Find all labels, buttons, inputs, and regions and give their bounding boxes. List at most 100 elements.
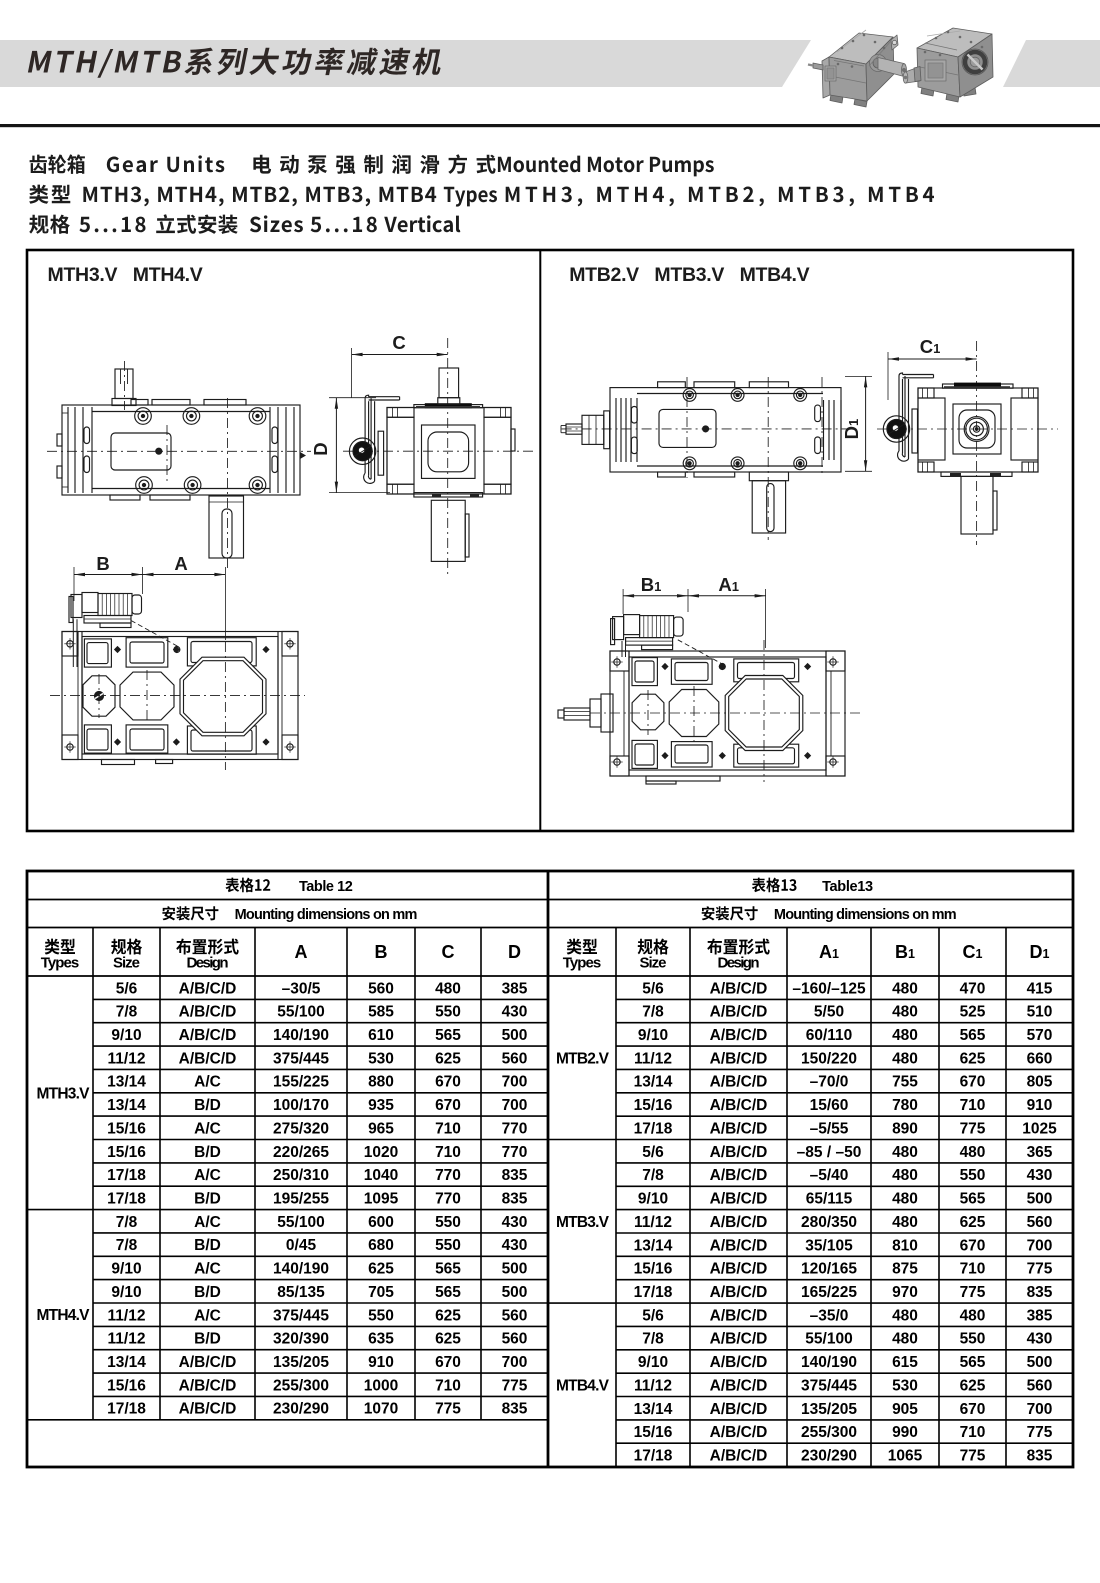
svg-text:670: 670 — [960, 1401, 986, 1418]
svg-text:780: 780 — [892, 1097, 918, 1114]
svg-text:710: 710 — [960, 1097, 986, 1114]
svg-text:670: 670 — [435, 1097, 461, 1114]
svg-text:700: 700 — [502, 1074, 528, 1091]
svg-text:B1: B1 — [641, 574, 662, 595]
svg-text:Size: Size — [640, 955, 667, 972]
svg-text:255/300: 255/300 — [801, 1424, 857, 1441]
svg-text:480: 480 — [892, 1027, 918, 1044]
svg-text:480: 480 — [892, 980, 918, 997]
svg-text:700: 700 — [1027, 1237, 1053, 1254]
svg-text:550: 550 — [435, 1004, 461, 1021]
svg-text:480: 480 — [892, 1050, 918, 1067]
svg-text:MTB2.V: MTB2.V — [556, 1050, 610, 1067]
svg-text:11/12: 11/12 — [108, 1307, 146, 1324]
svg-text:480: 480 — [892, 1144, 918, 1161]
svg-text:560: 560 — [368, 980, 394, 997]
svg-text:A/B/C/D: A/B/C/D — [710, 1401, 768, 1418]
svg-text:140/190: 140/190 — [801, 1354, 857, 1371]
svg-text:560: 560 — [1027, 1214, 1053, 1231]
svg-text:565: 565 — [435, 1284, 461, 1301]
svg-text:195/255: 195/255 — [273, 1191, 329, 1208]
svg-text:1020: 1020 — [364, 1144, 398, 1161]
svg-text:11/12: 11/12 — [634, 1050, 672, 1067]
svg-text:5/6: 5/6 — [642, 980, 664, 997]
svg-text:150/220: 150/220 — [801, 1050, 857, 1067]
svg-text:710: 710 — [960, 1424, 986, 1441]
svg-text:A: A — [295, 942, 308, 962]
svg-text:480: 480 — [892, 1307, 918, 1324]
svg-text:–5/55: –5/55 — [810, 1121, 849, 1138]
svg-text:13/14: 13/14 — [107, 1354, 146, 1371]
svg-text:255/300: 255/300 — [273, 1377, 329, 1394]
svg-text:C1: C1 — [963, 942, 983, 962]
svg-text:A/B/C/D: A/B/C/D — [710, 1121, 768, 1138]
svg-text:A/B/C/D: A/B/C/D — [710, 1027, 768, 1044]
svg-text:A/B/C/D: A/B/C/D — [179, 1354, 237, 1371]
svg-text:MTH4.V: MTH4.V — [133, 264, 203, 286]
svg-text:5/50: 5/50 — [814, 1004, 844, 1021]
svg-text:13/14: 13/14 — [634, 1074, 673, 1091]
svg-text:775: 775 — [435, 1401, 461, 1418]
svg-text:875: 875 — [892, 1261, 918, 1278]
svg-text:430: 430 — [502, 1214, 528, 1231]
svg-text:35/105: 35/105 — [805, 1237, 853, 1254]
svg-text:A/B/C/D: A/B/C/D — [710, 1050, 768, 1067]
svg-text:705: 705 — [368, 1284, 394, 1301]
svg-text:A1: A1 — [718, 574, 739, 595]
svg-text:MTH3.V: MTH3.V — [48, 264, 118, 286]
svg-text:625: 625 — [435, 1331, 461, 1348]
svg-text:9/10: 9/10 — [638, 1354, 668, 1371]
svg-text:13/14: 13/14 — [634, 1237, 673, 1254]
svg-text:A/B/C/D: A/B/C/D — [710, 1167, 768, 1184]
svg-text:Design: Design — [187, 955, 229, 972]
svg-text:B: B — [96, 553, 109, 574]
svg-text:165/225: 165/225 — [801, 1284, 857, 1301]
svg-text:560: 560 — [502, 1307, 528, 1324]
svg-text:480: 480 — [892, 1004, 918, 1021]
svg-text:670: 670 — [960, 1074, 986, 1091]
svg-text:7/8: 7/8 — [642, 1331, 664, 1348]
svg-text:60/110: 60/110 — [806, 1027, 853, 1044]
svg-text:15/60: 15/60 — [810, 1097, 849, 1114]
svg-text:–30/5: –30/5 — [282, 980, 321, 997]
svg-text:625: 625 — [960, 1377, 986, 1394]
svg-text:1025: 1025 — [1022, 1121, 1057, 1138]
svg-text:140/190: 140/190 — [273, 1027, 329, 1044]
svg-text:565: 565 — [960, 1191, 986, 1208]
svg-text:500: 500 — [502, 1261, 528, 1278]
svg-text:A/C: A/C — [194, 1214, 221, 1231]
svg-text:17/18: 17/18 — [107, 1401, 146, 1418]
svg-text:275/320: 275/320 — [273, 1120, 329, 1137]
svg-text:670: 670 — [435, 1354, 461, 1371]
svg-text:A/B/C/D: A/B/C/D — [710, 1424, 768, 1441]
svg-text:13/14: 13/14 — [634, 1401, 673, 1418]
svg-text:565: 565 — [960, 1354, 986, 1371]
svg-text:11/12: 11/12 — [108, 1050, 146, 1067]
svg-text:1065: 1065 — [888, 1448, 923, 1465]
svg-text:220/265: 220/265 — [273, 1144, 329, 1161]
svg-text:770: 770 — [435, 1191, 461, 1208]
svg-text:480: 480 — [960, 1144, 986, 1161]
svg-text:480: 480 — [960, 1307, 986, 1324]
svg-text:905: 905 — [892, 1401, 918, 1418]
svg-text:320/390: 320/390 — [273, 1331, 329, 1348]
svg-text:710: 710 — [435, 1120, 461, 1137]
svg-text:990: 990 — [892, 1424, 918, 1441]
svg-text:A/B/C/D: A/B/C/D — [710, 1214, 768, 1231]
svg-text:7/8: 7/8 — [642, 1004, 664, 1021]
svg-text:B/D: B/D — [194, 1284, 221, 1301]
svg-text:MTB2.V: MTB2.V — [569, 264, 639, 286]
svg-text:890: 890 — [892, 1121, 918, 1138]
svg-text:680: 680 — [368, 1237, 394, 1254]
svg-text:Mounting dimensions on mm: Mounting dimensions on mm — [235, 907, 418, 923]
svg-text:Table13: Table13 — [822, 879, 873, 895]
svg-text:810: 810 — [892, 1237, 918, 1254]
svg-text:B1: B1 — [895, 942, 915, 962]
svg-text:480: 480 — [892, 1167, 918, 1184]
svg-text:835: 835 — [1027, 1448, 1053, 1465]
svg-text:1000: 1000 — [364, 1377, 398, 1394]
svg-text:500: 500 — [1027, 1191, 1053, 1208]
svg-text:B/D: B/D — [194, 1191, 221, 1208]
svg-text:9/10: 9/10 — [638, 1191, 668, 1208]
svg-text:D1: D1 — [841, 419, 862, 440]
